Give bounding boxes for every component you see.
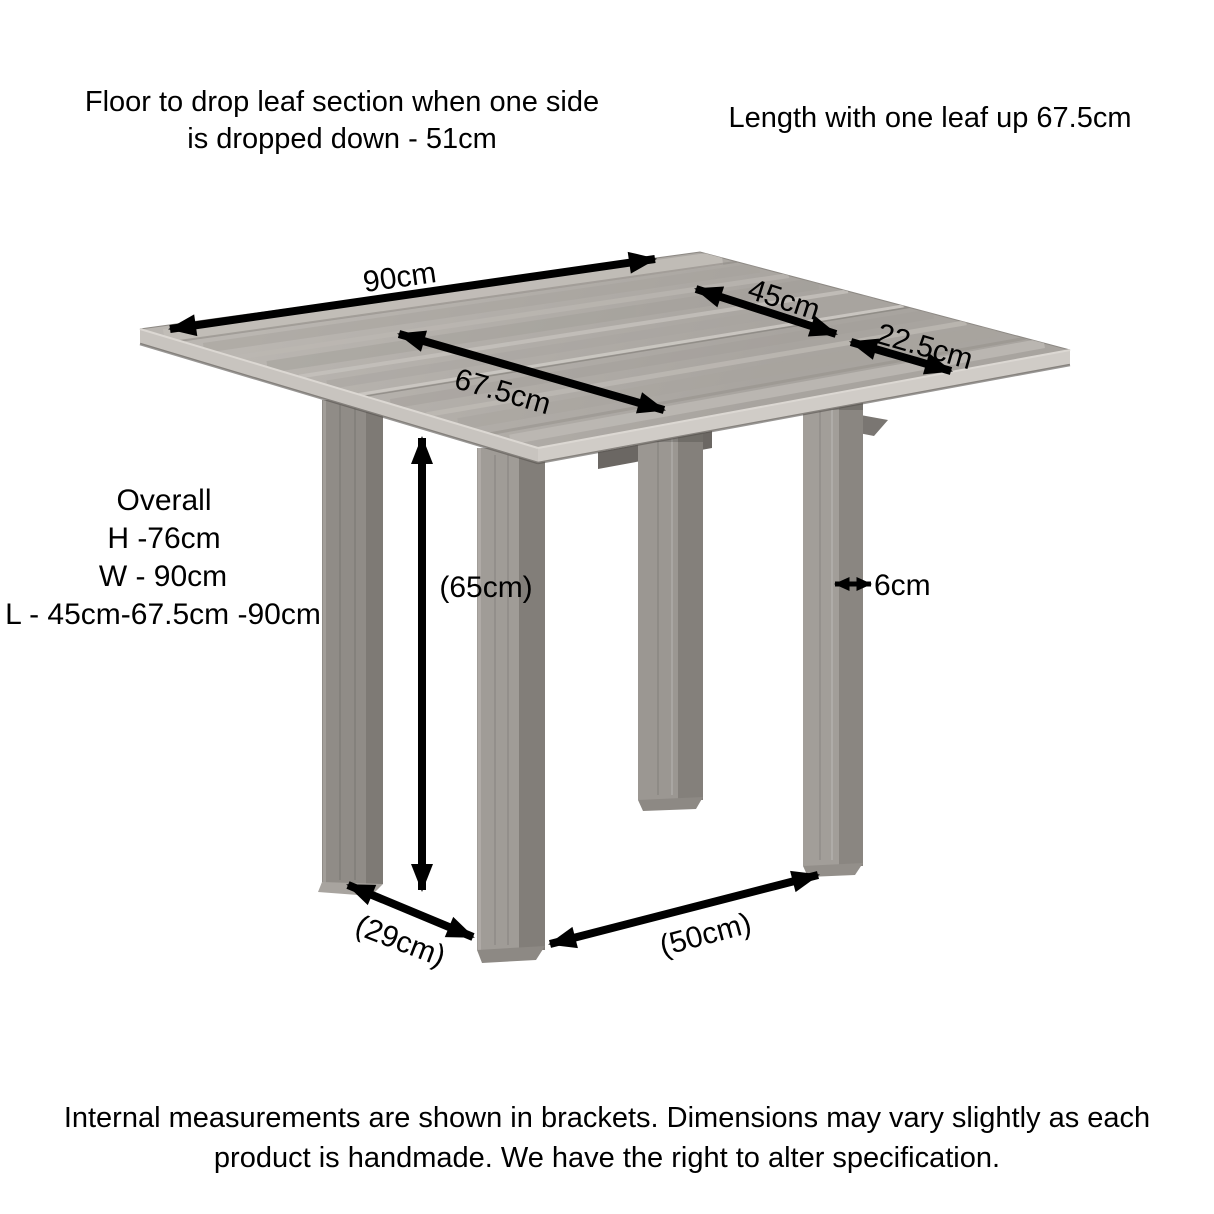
table-leg-right — [803, 398, 863, 877]
table-top-edge-front-left — [140, 329, 538, 463]
note-drop-leaf-line2: is dropped down - 51cm — [187, 123, 497, 155]
table-top-edge-front-right — [538, 350, 1070, 463]
arrow-50cm — [548, 870, 820, 949]
dimension-arrows — [168, 251, 953, 949]
table-leg-front-center — [477, 448, 545, 963]
arrow-67-5cm — [397, 330, 666, 414]
overall-width: W - 90cm — [99, 560, 227, 593]
note-drop-leaf-line1: Floor to drop leaf section when one side — [85, 86, 599, 118]
footer-line2: product is handmade. We have the right t… — [214, 1142, 1000, 1174]
table-leg-back-left — [318, 400, 383, 896]
arrow-29cm — [346, 881, 475, 941]
overall-spec-block: Overall H -76cm W - 90cm L - 45cm-67.5cm… — [5, 484, 321, 631]
note-leaf-up: Length with one leaf up 67.5cm — [728, 102, 1131, 134]
table-leg-middle-far — [638, 428, 703, 811]
table-illustration — [139, 251, 1071, 963]
arrow-22-5cm — [849, 338, 953, 375]
arrow-90cm — [168, 251, 657, 337]
overall-length: L - 45cm-67.5cm -90cm — [5, 598, 321, 631]
arrow-45cm — [694, 285, 838, 338]
note-drop-leaf: Floor to drop leaf section when one side… — [85, 86, 599, 155]
overall-title: Overall — [116, 484, 211, 517]
footer-line1: Internal measurements are shown in brack… — [64, 1102, 1150, 1134]
dimension-label-65cm: (65cm) — [439, 571, 532, 604]
overall-height: H -76cm — [107, 522, 220, 555]
dimension-label-6cm: 6cm — [874, 569, 931, 602]
footer-disclaimer: Internal measurements are shown in brack… — [64, 1102, 1150, 1174]
